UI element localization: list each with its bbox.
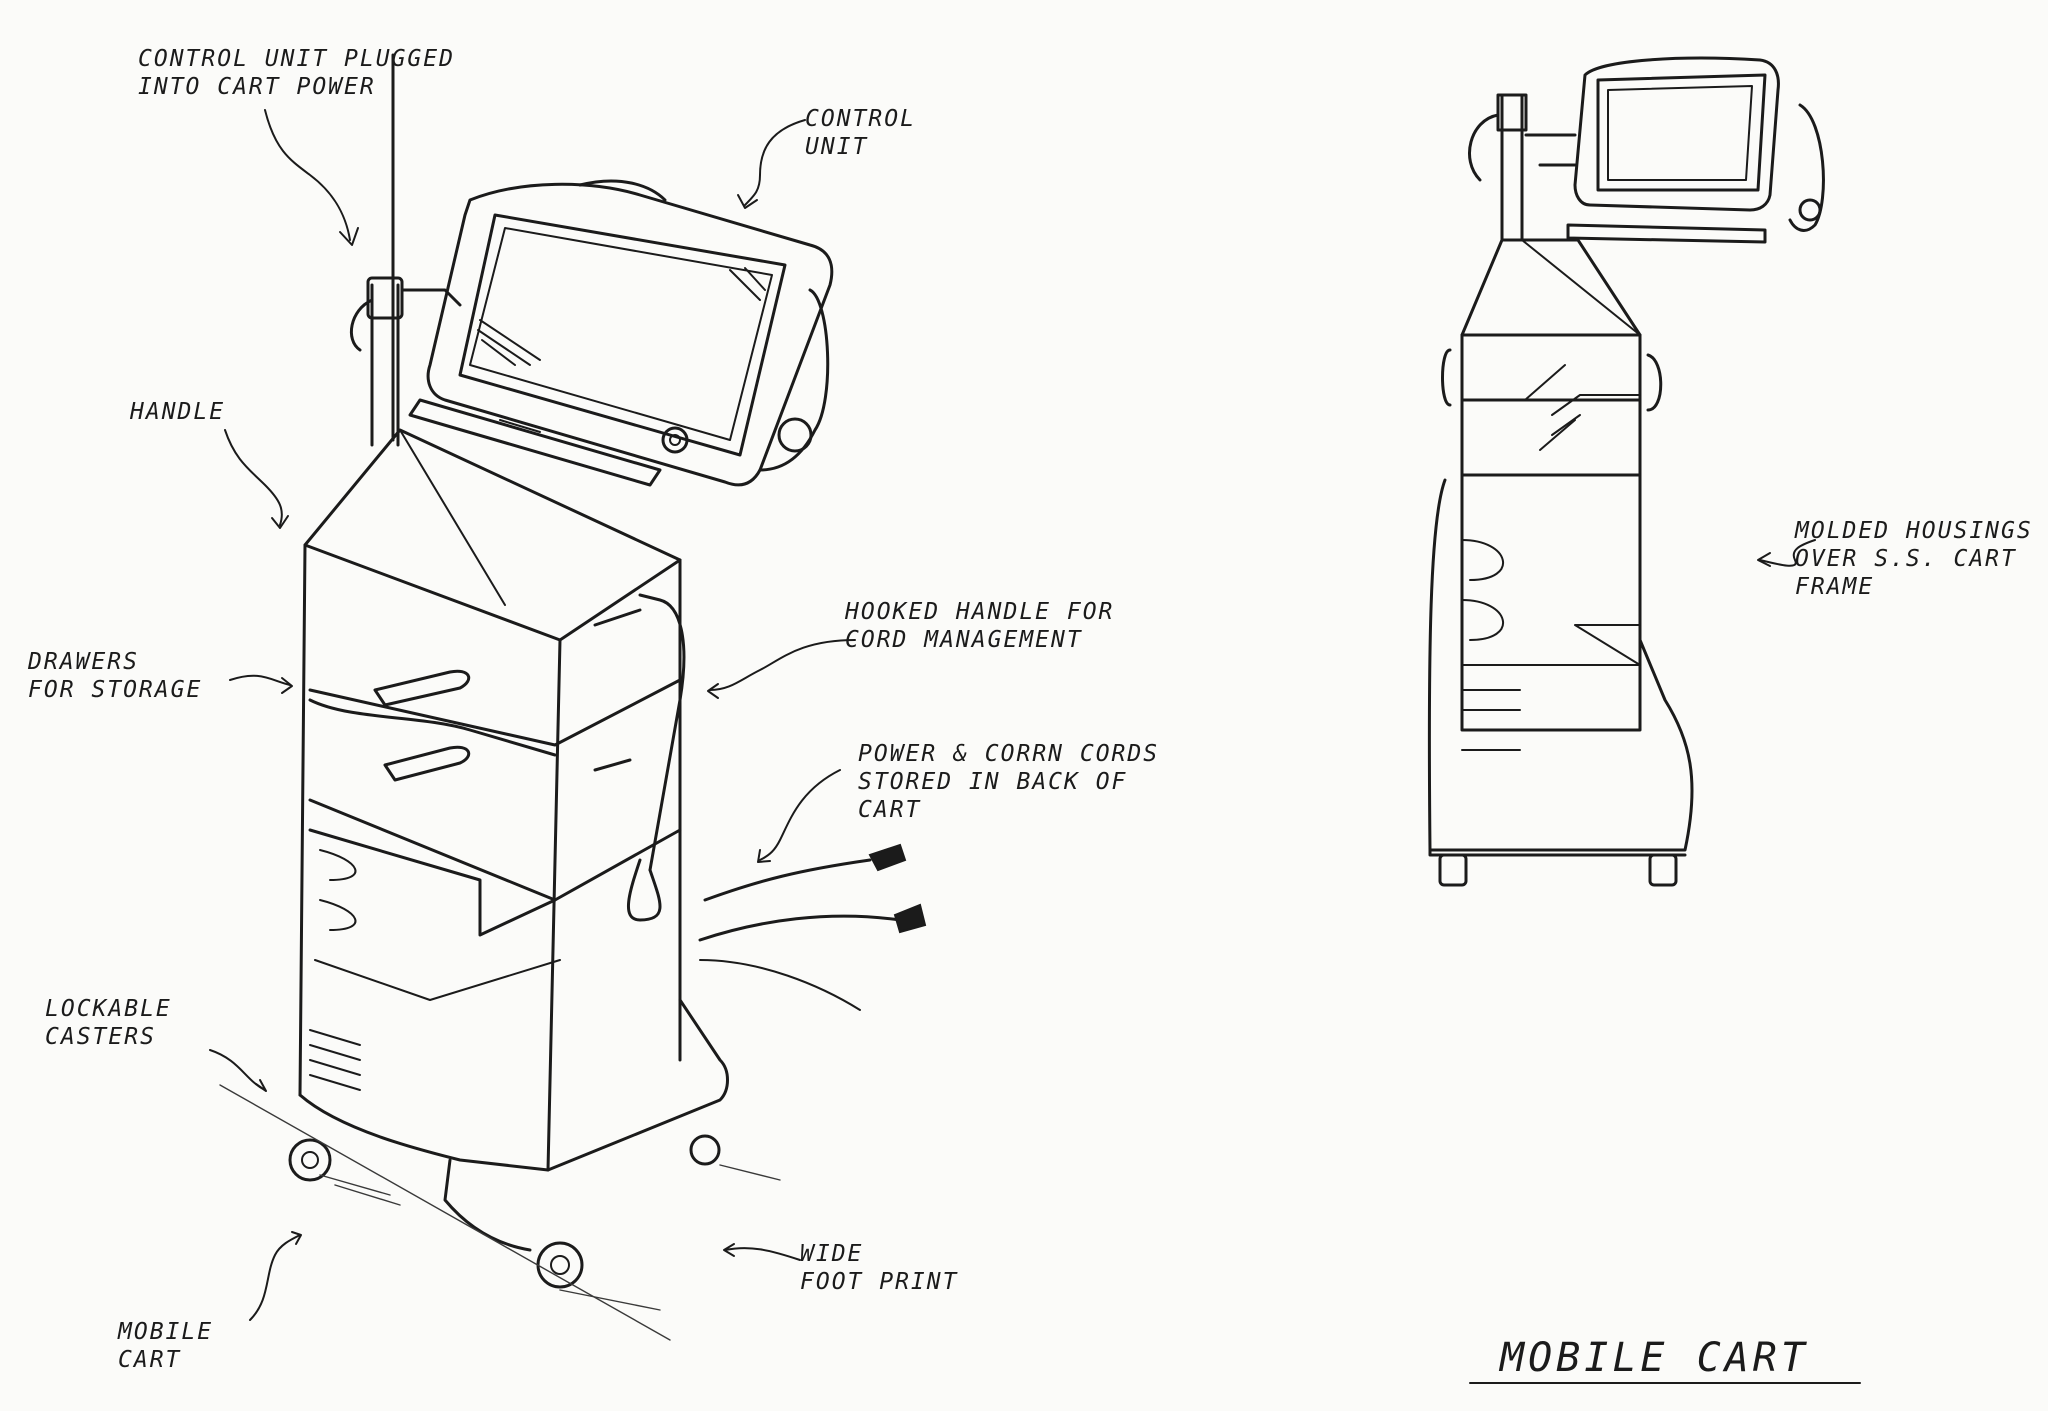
sketch-title: MOBILE CART	[1500, 1335, 1809, 1381]
side-monitor-base	[1566, 223, 1767, 244]
hooked-handle	[638, 593, 686, 872]
side-cart-top	[1460, 238, 1642, 337]
caster-front-right	[536, 1241, 584, 1289]
plug-2-icon	[893, 903, 927, 934]
side-vent-slots	[1461, 689, 1521, 751]
monitor-base	[408, 398, 662, 487]
drawer-1-handle	[373, 669, 471, 707]
side-handle-left	[1441, 348, 1452, 407]
cart-body	[219, 428, 927, 1341]
cart-top	[303, 428, 682, 642]
label-control-unit-plugged: CONTROL UNIT PLUGGED INTO CART POWER	[138, 46, 455, 100]
label-molded-housings: MOLDED HOUSINGS OVER S.S. CART FRAME	[1795, 518, 2033, 600]
side-view-cart-sketch	[1427, 56, 1861, 1384]
caster-front-left	[288, 1138, 332, 1182]
side-lower-body	[1460, 473, 1642, 732]
side-drawer-1	[1460, 333, 1642, 402]
label-hooked-handle: HOOKED HANDLE FOR CORD MANAGEMENT	[845, 599, 1115, 653]
side-pole-clamp	[1496, 93, 1528, 132]
side-caster-left	[1438, 853, 1468, 887]
caster-back	[689, 1134, 721, 1166]
monitor-arm	[400, 288, 462, 307]
drawer-2-handle	[383, 745, 471, 782]
side-caster-right	[1648, 853, 1678, 887]
label-power-cords: POWER & CORRN CORDS STORED IN BACK OF CA…	[858, 741, 1160, 823]
side-drawer-2	[1460, 398, 1642, 477]
vent-slots	[309, 1029, 361, 1091]
side-monitor	[1573, 56, 1780, 212]
side-handle-right	[1646, 353, 1663, 412]
monitor-logo-icon	[661, 426, 689, 454]
label-drawers: DRAWERS FOR STORAGE	[28, 649, 203, 703]
label-handle: HANDLE	[130, 399, 226, 425]
power-cord	[703, 858, 872, 902]
drawer-2-bottom	[308, 798, 682, 902]
control-unit-monitor	[408, 179, 834, 487]
label-lockable-casters: LOCKABLE CASTERS	[45, 996, 172, 1050]
drawer-1-bottom	[308, 678, 682, 747]
leader-arrows	[209, 109, 856, 1321]
pole-clamp	[366, 276, 404, 320]
isometric-cart-sketch	[209, 53, 927, 1341]
side-pole	[1500, 93, 1524, 242]
pole-cord	[350, 298, 374, 352]
monitor-side-bracket	[758, 288, 830, 472]
monitor-knob	[777, 417, 813, 453]
label-wide-footprint: WIDE FOOT PRINT	[800, 1241, 959, 1295]
label-mobile-cart: MOBILE CART	[118, 1319, 214, 1373]
label-control-unit: CONTROL UNIT	[805, 106, 916, 160]
plug-1-icon	[868, 843, 907, 872]
cart-pole	[370, 283, 400, 447]
floor-line	[219, 1084, 671, 1341]
crrn-cord	[698, 914, 902, 942]
